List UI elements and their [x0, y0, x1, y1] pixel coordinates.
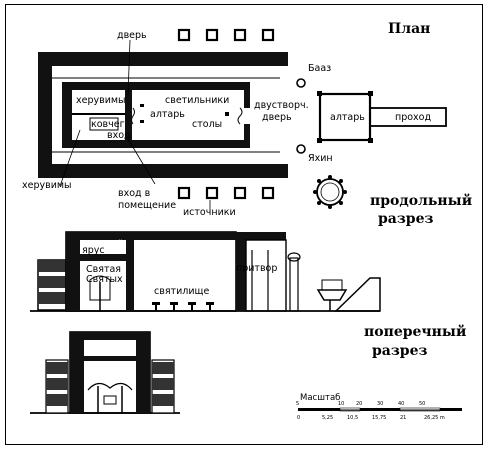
plan-view [38, 28, 447, 212]
scale-tick-3: 15,75 [372, 415, 386, 421]
label-rooms-bottom: комнаты [82, 154, 126, 165]
label-upper-tier-2: ярус [82, 245, 105, 256]
scale-tick-top-0: 5 [296, 401, 299, 407]
passage-ramp [369, 107, 447, 127]
section-lampstands [152, 302, 214, 311]
heading-longitudinal-2: разрез [378, 211, 433, 227]
scale-tick-top-5: 50 [419, 401, 425, 407]
label-cherubim-inner: херувимы [76, 95, 126, 106]
label-altar-inner: алтарь [150, 109, 185, 120]
outer-wall [38, 52, 288, 178]
pillar-jachin [296, 144, 306, 154]
label-passage: проход [395, 112, 431, 123]
label-sources: источники [183, 207, 236, 218]
label-altar-outer: алтарь [330, 112, 365, 123]
cross-section [30, 331, 180, 414]
scale-tick-0: 0 [297, 415, 300, 421]
heading-longitudinal-1: продольный [370, 192, 472, 209]
heading-plan: План [388, 21, 430, 37]
scale-tick-2: 10,5 [347, 415, 358, 421]
longitudinal-section [30, 231, 381, 312]
scale-tick-4: 21 [400, 415, 406, 421]
label-double-door-1: двустворч. [254, 100, 309, 111]
label-tables: столы [192, 119, 222, 130]
label-entrance-room-2: помещение [118, 200, 176, 211]
scale-tick-5: 26,25 m [424, 415, 445, 421]
pillar-row-bottom [177, 186, 275, 200]
label-sanctuary: святилище [154, 286, 209, 297]
label-boaz: Бааз [308, 63, 331, 74]
heading-cross-1: поперечный [364, 323, 466, 340]
label-cherubim-outer: херувимы [22, 180, 72, 191]
scale-tick-top-4: 40 [398, 401, 404, 407]
scale-title: Масштаб [300, 393, 340, 403]
label-door: дверь [117, 30, 147, 41]
label-holy-1: Святая [86, 264, 121, 275]
label-jachin: Яхин [308, 153, 333, 164]
figure-frame [5, 4, 483, 445]
scale-tick-top-2: 20 [356, 401, 362, 407]
label-entrance: вход [107, 130, 131, 141]
label-entrance-room-1: вход в [118, 188, 151, 199]
scale-tick-top-1: 10 [338, 401, 344, 407]
scale-tick-1: 5,25 [322, 415, 333, 421]
label-lampstands: светильники [165, 95, 229, 106]
molten-sea [313, 175, 347, 209]
label-upper-tier-1: верхний [82, 239, 124, 250]
lampstand-marks [140, 104, 229, 123]
scale-bar [298, 407, 462, 412]
label-holy-2: Святых [86, 274, 123, 285]
label-double-door-2: дверь [262, 112, 292, 123]
pillar-row-top [177, 28, 275, 42]
label-porch: притвор [236, 263, 277, 274]
inner-wall [62, 82, 250, 148]
pillar-boaz [296, 78, 306, 88]
heading-cross-2: разрез [372, 343, 427, 359]
label-ark: ковчег [91, 119, 125, 130]
label-rooms-top: комнаты [82, 67, 126, 78]
scale-tick-top-3: 30 [377, 401, 383, 407]
